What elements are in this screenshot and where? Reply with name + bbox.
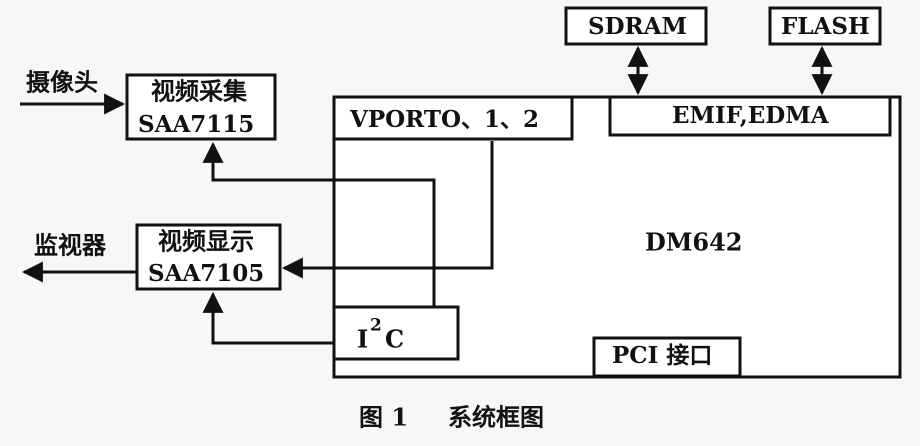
dm642-label: DM642 [645, 228, 742, 257]
video-display-block [135, 223, 282, 291]
emif-block [608, 95, 892, 137]
pci-label: PCI 接口 [612, 342, 712, 369]
video-capture-chip: SAA7115 [138, 111, 254, 138]
i2c-capture-arrow [202, 141, 436, 307]
i2c-label-superscript: 2 [370, 316, 382, 336]
pci-block [592, 336, 742, 378]
i2c-label-i: I [357, 325, 368, 354]
sdram-label: SDRAM [588, 13, 687, 40]
video-capture-title: 视频采集 [151, 77, 248, 106]
video-display-chip: SAA7105 [148, 260, 264, 287]
video-display-title: 视频显示 [158, 227, 254, 256]
flash-label: FLASH [781, 13, 870, 40]
emif-label: EMIF,EDMA [672, 102, 830, 129]
vport-display-arrow [281, 141, 494, 279]
i2c-label-c: C [385, 325, 404, 354]
video-capture-block [125, 73, 277, 141]
i2c-block [332, 305, 460, 361]
monitor-label: 监视器 [34, 231, 107, 260]
figure-title: 系统框图 [448, 403, 544, 432]
vport-label: VPORTO、1、2 [349, 106, 539, 133]
figure-number: 图 1 [359, 403, 408, 432]
flash-chip [768, 6, 882, 46]
camera-label: 摄像头 [26, 68, 98, 97]
vport-block [332, 95, 574, 141]
sdram-chip [564, 6, 708, 46]
i2c-display-arrow [202, 291, 334, 345]
